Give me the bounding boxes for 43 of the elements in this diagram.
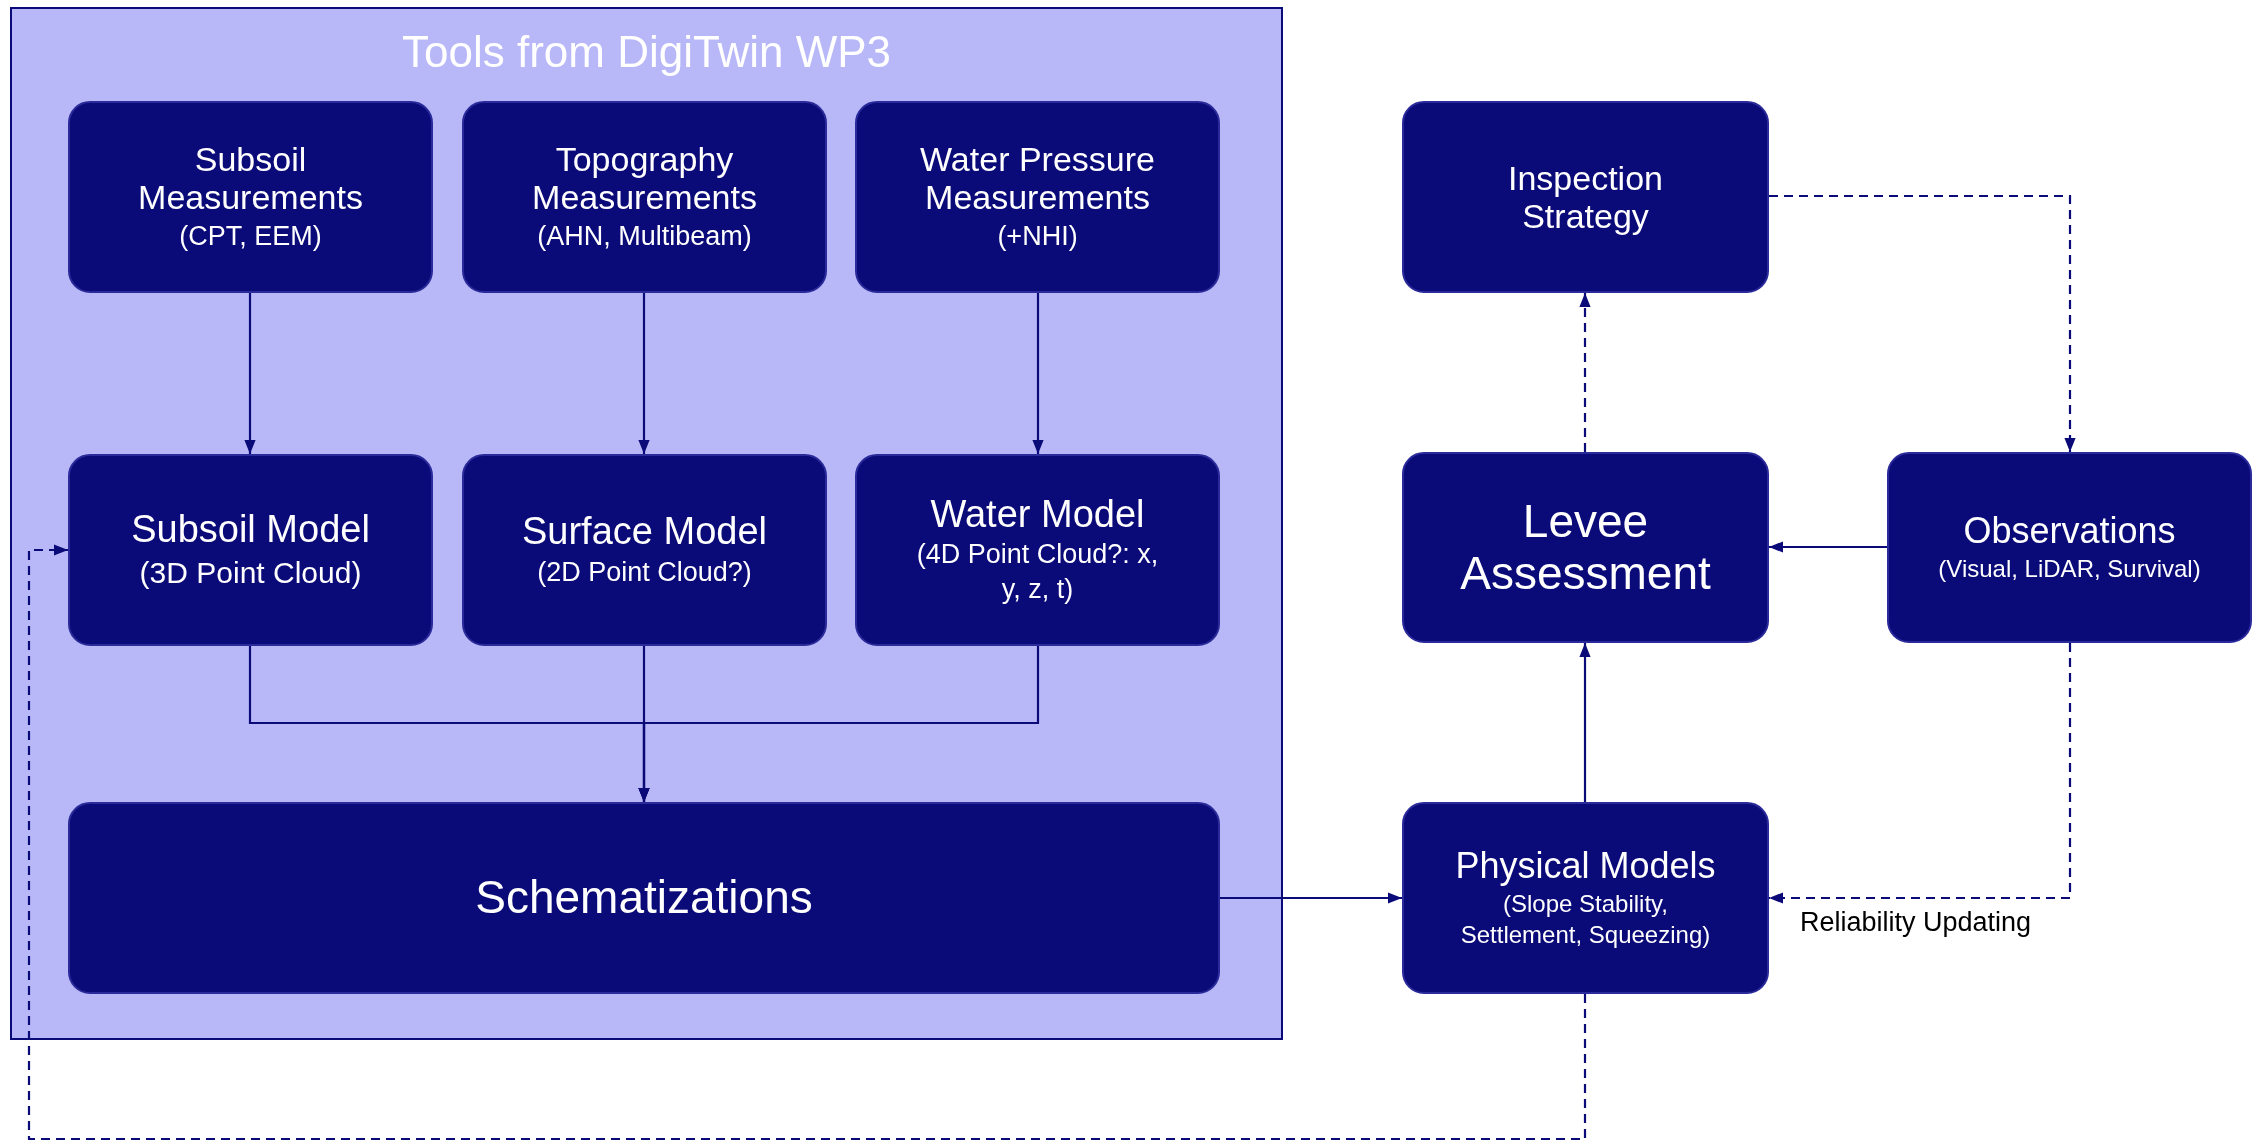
box-subtitle: (Visual, LiDAR, Survival) [1938,554,2201,585]
process-box [68,454,433,646]
box-title: Observations [1963,510,2176,552]
box-subtitle: (+NHI) [997,219,1078,253]
box-title: Subsoil Measurements [137,140,364,217]
box-title: Subsoil Model [131,508,370,551]
arrow [1769,643,2072,904]
process-box [1887,452,2252,643]
box-title: Inspection Strategy [1507,158,1664,236]
arrow [638,293,650,454]
arrow [1579,643,1591,802]
box-title: Topography Measurements [531,140,758,217]
box-subtitle: (2D Point Cloud?) [537,555,752,589]
box-title: Surface Model [522,510,767,553]
process-box [1402,101,1769,293]
box-subtitle: (4D Point Cloud?: x, y, z, t) [915,538,1160,607]
process-box [68,802,1220,994]
process-box [462,101,827,293]
box-subtitle: (Slope Stability, Settlement, Squeezing) [1459,888,1712,951]
box-subtitle: (3D Point Cloud) [139,554,362,591]
arrow [1220,892,1402,904]
box-title: Water Model [930,492,1145,536]
box-title: Physical Models [1455,845,1716,886]
arrow [1032,293,1044,454]
process-box [1402,452,1769,643]
arrow [27,544,1587,1141]
process-box [462,454,827,646]
box-subtitle: (CPT, EEM) [179,219,322,253]
arrow [1579,293,1591,452]
process-box [68,101,433,293]
arrow [1769,194,2076,452]
box-subtitle: (AHN, Multibeam) [537,219,752,253]
arrow [638,646,1040,802]
box-title: Levee Assessment [1459,496,1712,599]
process-box [1402,802,1769,994]
box-title: Water Pressure Measurements [919,140,1156,217]
group-title: Tools from DigiTwin WP3 [401,27,892,77]
arrow [1769,541,1887,553]
box-title: Schematizations [475,872,813,924]
process-box [855,454,1220,646]
group-panel [10,7,1283,1040]
process-box [855,101,1220,293]
arrow [244,293,256,454]
